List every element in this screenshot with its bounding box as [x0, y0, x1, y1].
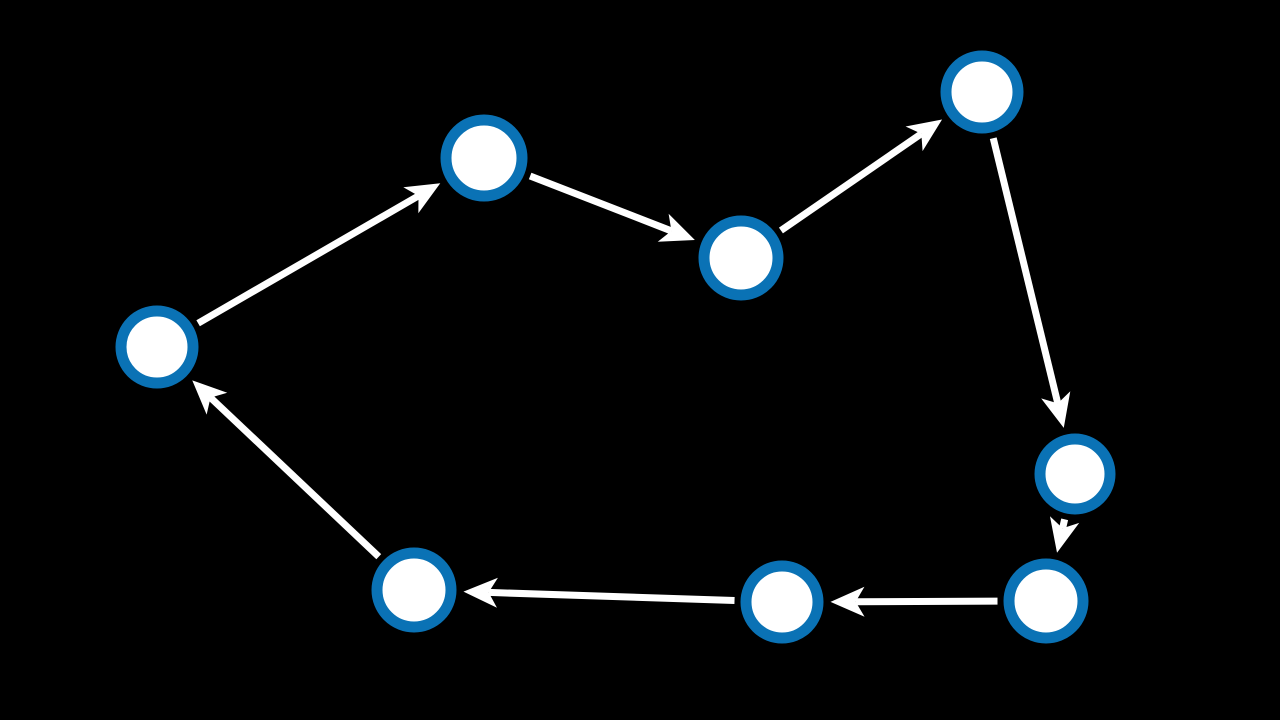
- edge-arrowhead-icon: [1041, 391, 1071, 428]
- edge-shaft: [855, 597, 998, 606]
- edge-shaft: [989, 137, 1062, 405]
- graph-node[interactable]: [371, 547, 457, 633]
- nodes-layer: [115, 50, 1116, 644]
- graph-edge[interactable]: [528, 172, 695, 242]
- node-circle: [698, 215, 784, 301]
- graph-edge[interactable]: [1049, 516, 1080, 553]
- edge-shaft: [208, 395, 382, 560]
- edge-shaft: [196, 192, 421, 327]
- graph-node[interactable]: [440, 114, 528, 202]
- edge-arrowhead-icon: [192, 380, 228, 415]
- edge-shaft: [488, 588, 735, 604]
- node-circle: [740, 560, 824, 644]
- graph-node[interactable]: [1003, 558, 1089, 644]
- graph-edge[interactable]: [989, 137, 1071, 428]
- edge-arrowhead-icon: [657, 213, 695, 242]
- edge-arrowhead-icon: [830, 586, 865, 617]
- graph-node[interactable]: [698, 215, 784, 301]
- edge-arrowhead-icon: [905, 119, 943, 152]
- edge-shaft: [778, 130, 924, 234]
- edges-layer: [192, 119, 1080, 617]
- graph-edge[interactable]: [463, 577, 735, 608]
- edge-arrowhead-icon: [1049, 516, 1080, 553]
- edge-arrowhead-icon: [403, 183, 441, 214]
- graph-node[interactable]: [740, 560, 824, 644]
- graph-edge[interactable]: [192, 380, 382, 560]
- edge-shaft: [528, 172, 673, 235]
- node-circle: [1003, 558, 1089, 644]
- graph-node[interactable]: [115, 305, 199, 389]
- node-circle: [440, 114, 528, 202]
- graph-edge[interactable]: [196, 183, 441, 327]
- node-circle: [371, 547, 457, 633]
- graph-edge[interactable]: [830, 586, 998, 617]
- graph-node[interactable]: [940, 50, 1024, 134]
- edge-arrowhead-icon: [463, 577, 498, 608]
- node-circle: [1034, 433, 1116, 515]
- node-circle: [940, 50, 1024, 134]
- graph-node[interactable]: [1034, 433, 1116, 515]
- graph-edge[interactable]: [778, 119, 943, 234]
- edge-shaft: [1059, 518, 1069, 529]
- node-circle: [115, 305, 199, 389]
